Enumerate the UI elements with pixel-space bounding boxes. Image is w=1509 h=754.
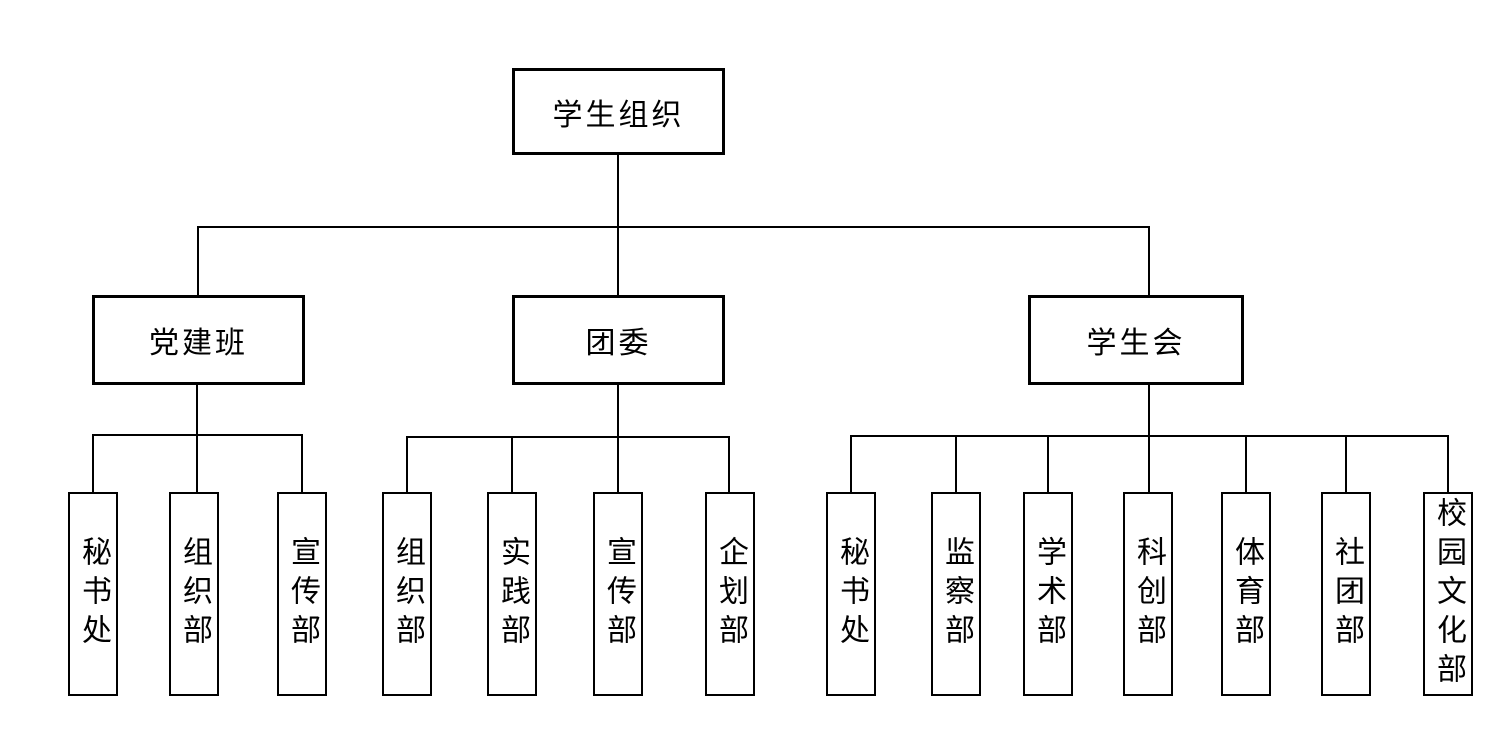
drop-line-league <box>617 226 619 295</box>
root-stem-line <box>617 155 619 228</box>
org-node-league-publicity-dept: 宣传部 <box>593 492 643 696</box>
org-node-party-publicity-dept: 宣传部 <box>277 492 327 696</box>
league-drop-line-4 <box>728 436 730 492</box>
org-node-party-organization-dept: 组织部 <box>169 492 219 696</box>
org-node-student-union-label: 学生会 <box>1086 327 1186 360</box>
union-stem-line <box>1148 385 1150 437</box>
league-drop-line-2 <box>511 436 513 492</box>
drop-line-party <box>197 226 199 295</box>
drop-line-union <box>1148 226 1150 295</box>
party-stem-line <box>196 385 198 436</box>
union-drop-line-3 <box>1047 435 1049 492</box>
level1-branch-line <box>197 226 1150 228</box>
party-drop-line-2 <box>196 434 198 492</box>
org-node-union-supervision-dept: 监察部 <box>931 492 981 696</box>
org-node-union-clubs-dept: 社团部 <box>1321 492 1371 696</box>
org-node-league-organization-dept: 组织部 <box>382 492 432 696</box>
org-node-union-campus-culture-dept: 校园文化部 <box>1423 492 1473 696</box>
org-node-union-academic-dept: 学术部 <box>1023 492 1073 696</box>
org-node-league-practice-dept-label: 实践部 <box>496 535 529 653</box>
league-drop-line-1 <box>406 436 408 492</box>
org-node-union-academic-dept-label: 学术部 <box>1032 535 1065 653</box>
org-node-party-publicity-dept-label: 宣传部 <box>286 535 319 653</box>
org-node-union-supervision-dept-label: 监察部 <box>940 535 973 653</box>
org-node-league-practice-dept: 实践部 <box>487 492 537 696</box>
union-drop-line-4 <box>1148 435 1150 492</box>
union-drop-line-1 <box>850 435 852 492</box>
union-drop-line-2 <box>955 435 957 492</box>
org-node-league-organization-dept-label: 组织部 <box>391 535 424 653</box>
org-node-union-secretariat: 秘书处 <box>826 492 876 696</box>
league-stem-line <box>617 385 619 438</box>
org-node-student-union: 学生会 <box>1028 295 1244 385</box>
org-node-youth-league-label: 团委 <box>585 327 652 360</box>
org-node-league-planning-dept: 企划部 <box>705 492 755 696</box>
org-node-union-sci-innovation-dept: 科创部 <box>1123 492 1173 696</box>
org-node-party-building-label: 党建班 <box>149 327 248 360</box>
union-drop-line-5 <box>1245 435 1247 492</box>
org-node-youth-league: 团委 <box>512 295 725 385</box>
org-node-union-sci-innovation-dept-label: 科创部 <box>1132 535 1165 653</box>
party-drop-line-3 <box>301 434 303 492</box>
union-drop-line-7 <box>1447 435 1449 492</box>
org-node-league-publicity-dept-label: 宣传部 <box>602 535 635 653</box>
league-branch-line <box>406 436 730 438</box>
party-drop-line-1 <box>92 434 94 492</box>
org-node-root: 学生组织 <box>512 68 725 155</box>
union-drop-line-6 <box>1345 435 1347 492</box>
org-node-party-secretariat-label: 秘书处 <box>77 535 110 653</box>
org-node-party-secretariat: 秘书处 <box>68 492 118 696</box>
org-node-union-sports-dept: 体育部 <box>1221 492 1271 696</box>
org-node-party-organization-dept-label: 组织部 <box>178 535 211 653</box>
org-node-union-secretariat-label: 秘书处 <box>835 535 868 653</box>
org-node-party-building: 党建班 <box>92 295 305 385</box>
org-node-union-clubs-dept-label: 社团部 <box>1330 535 1363 653</box>
org-node-union-sports-dept-label: 体育部 <box>1230 535 1263 653</box>
org-node-league-planning-dept-label: 企划部 <box>714 535 747 653</box>
league-drop-line-3 <box>617 436 619 492</box>
org-node-union-campus-culture-dept-label: 校园文化部 <box>1432 496 1465 692</box>
org-node-root-label: 学生组织 <box>552 98 685 132</box>
